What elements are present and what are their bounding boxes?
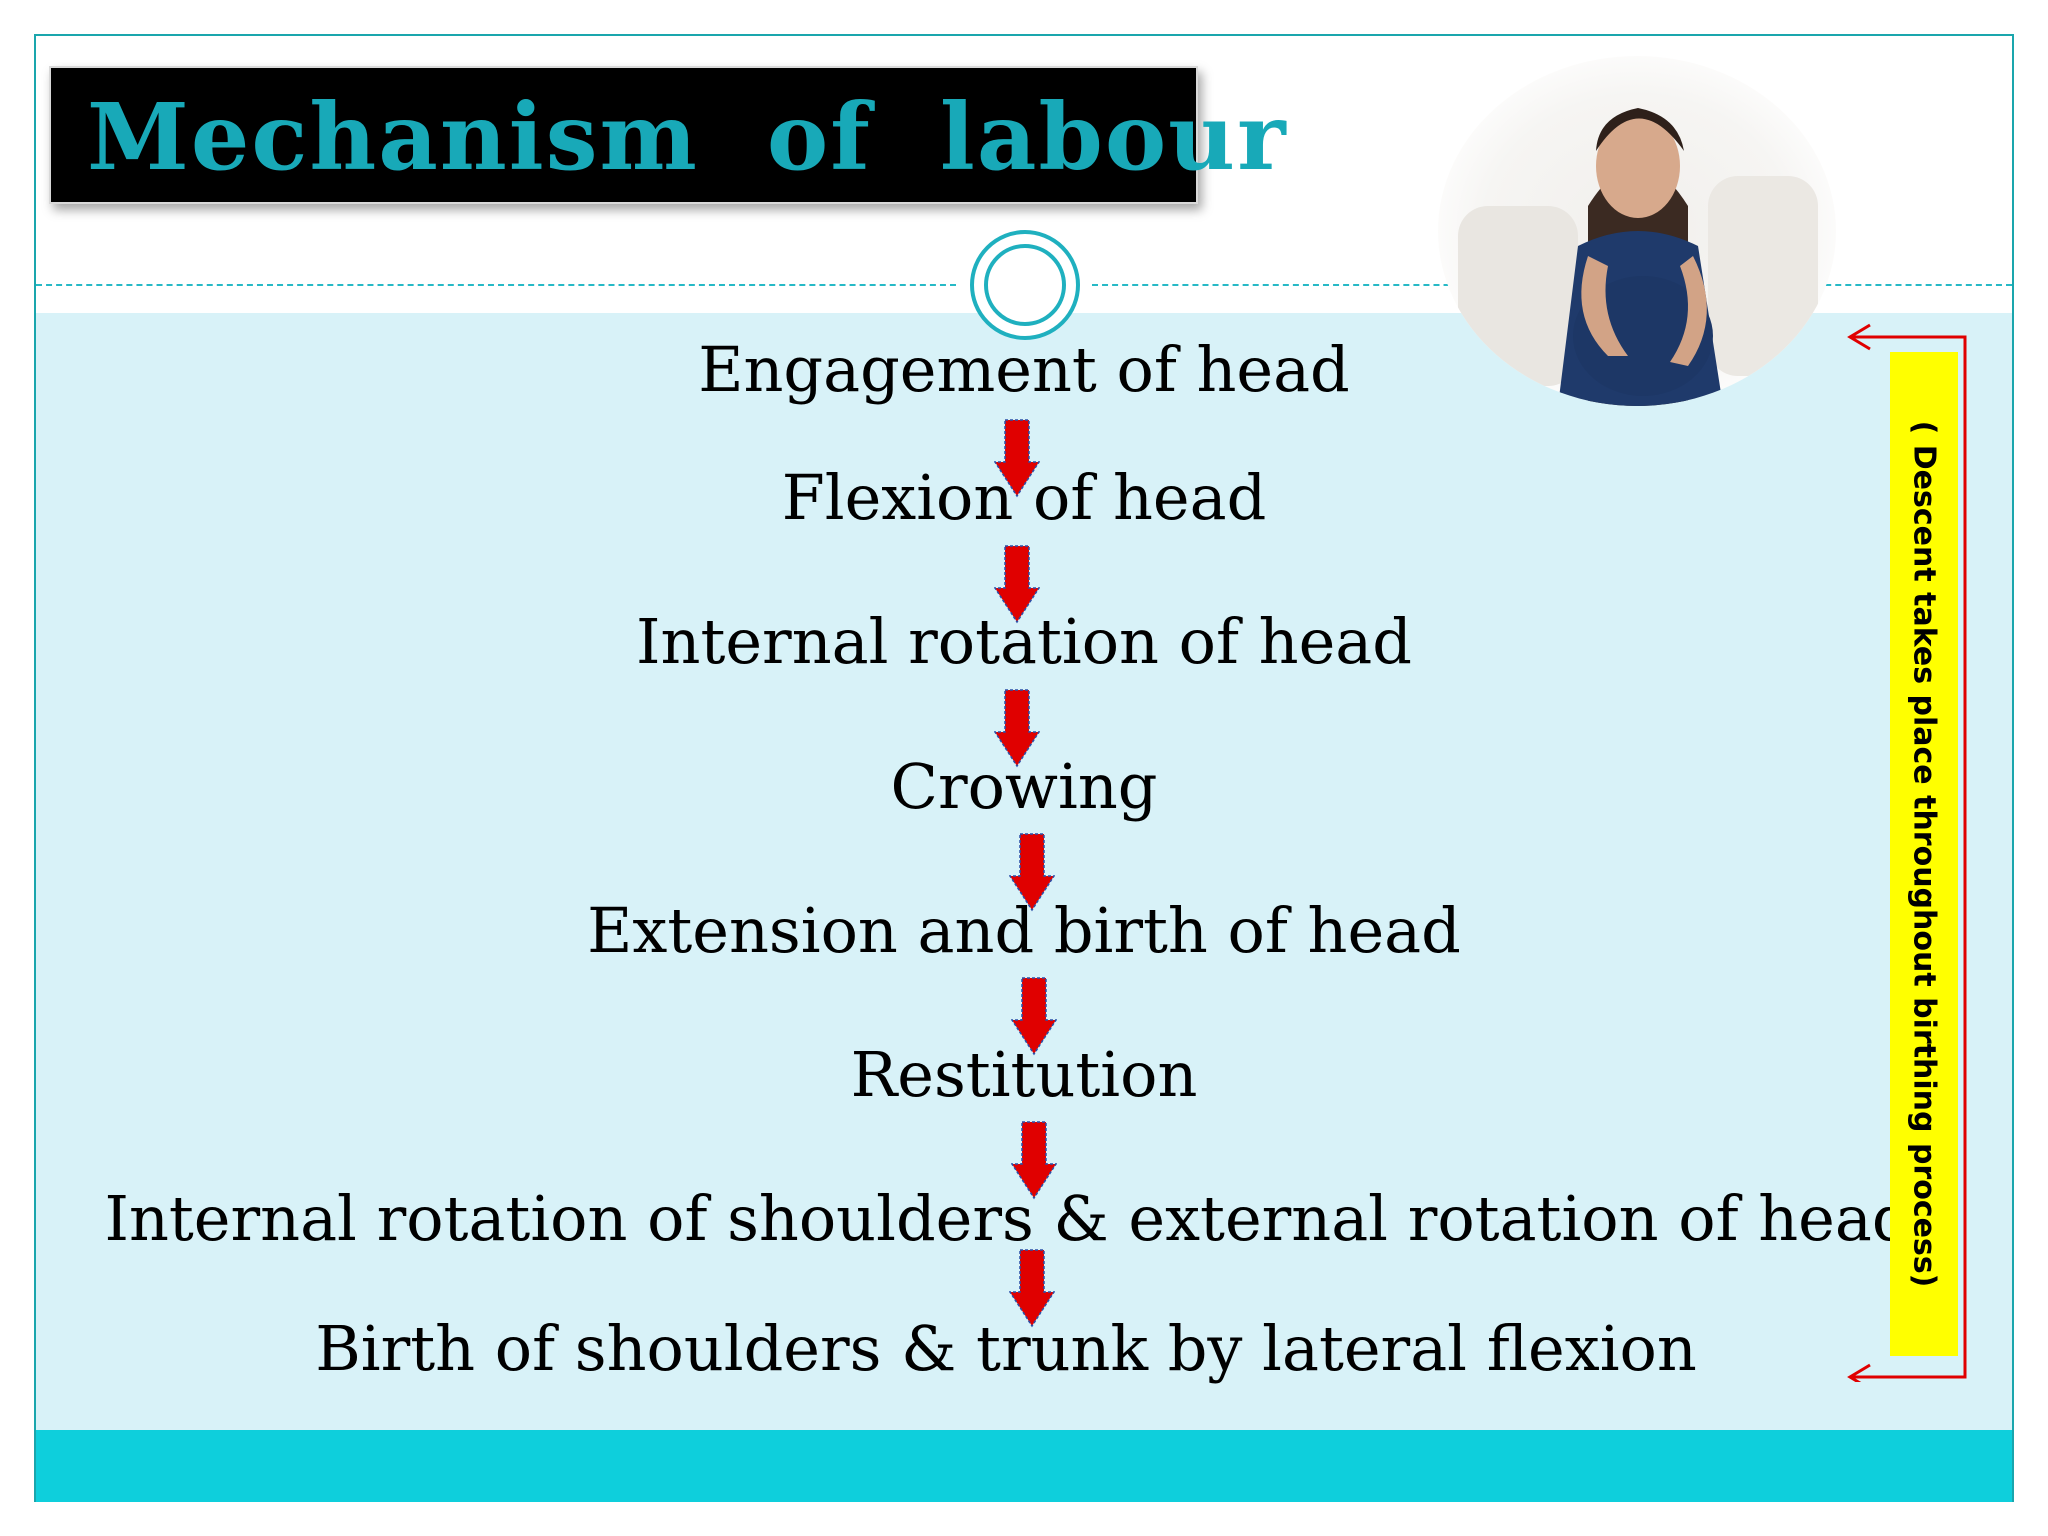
pregnant-woman-photo bbox=[1438, 56, 1836, 406]
step-crowning: Crowing bbox=[890, 750, 1158, 823]
step-extension: Extension and birth of head bbox=[587, 894, 1461, 967]
down-arrow-icon bbox=[993, 544, 1041, 624]
dashed-divider-left bbox=[36, 284, 956, 286]
bottom-accent-bar bbox=[36, 1430, 2012, 1502]
down-arrow-icon bbox=[1010, 976, 1058, 1056]
step-restitution: Restitution bbox=[850, 1038, 1198, 1111]
step-birth-of-shoulders: Birth of shoulders & trunk by lateral fl… bbox=[315, 1312, 1697, 1385]
descent-bracket bbox=[1847, 323, 1967, 1382]
title-banner: Mechanism of labour bbox=[49, 66, 1286, 204]
down-arrow-icon bbox=[993, 418, 1041, 498]
down-arrow-icon bbox=[993, 688, 1041, 768]
step-internal-rotation-head: Internal rotation of head bbox=[636, 605, 1412, 678]
side-note-box bbox=[1890, 352, 1958, 1356]
slide-title: Mechanism of labour bbox=[87, 83, 1288, 191]
step-shoulder-rotation: Internal rotation of shoulders & externa… bbox=[104, 1182, 1912, 1255]
down-arrow-icon bbox=[1008, 1248, 1056, 1328]
down-arrow-icon bbox=[1010, 1120, 1058, 1200]
step-engagement: Engagement of head bbox=[698, 333, 1350, 406]
circle-ring-icon bbox=[970, 230, 1080, 340]
down-arrow-icon bbox=[1008, 832, 1056, 912]
